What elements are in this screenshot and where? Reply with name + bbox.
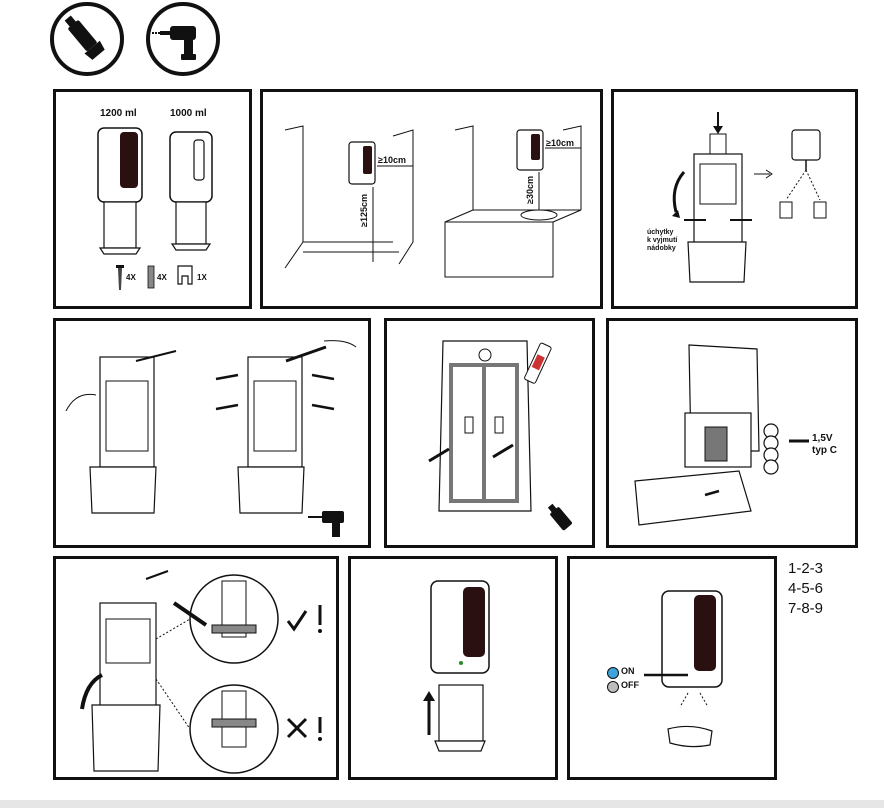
drill-icon [146, 2, 220, 76]
screws-count: 4X [126, 273, 136, 282]
label-1200ml: 1200 ml [100, 108, 137, 119]
dim-height: ≥125cm [359, 194, 369, 227]
dim-above: ≥30cm [525, 176, 535, 204]
battery-voltage: 1,5V [812, 433, 833, 444]
sequence-row-1: 1-2-3 [788, 560, 824, 577]
panel-refill [53, 556, 339, 780]
refill-drawing [80, 570, 322, 774]
label-1000ml: 1000 ml [170, 108, 207, 119]
on-label: ON [621, 666, 635, 676]
panel-glue-backplate [384, 318, 595, 548]
panel-screw-mounting [53, 318, 371, 548]
screw-drawing [65, 340, 357, 537]
glue-tube-icon [50, 2, 124, 76]
dim-side-right: ≥10cm [546, 138, 574, 148]
panel-insert [348, 556, 558, 780]
sequence-row-2: 4-5-6 [788, 580, 824, 597]
handles-label-2: k vyjmutí [647, 237, 678, 244]
handles-label-3: nádobky [647, 245, 676, 252]
bracket-count: 1X [197, 273, 207, 282]
products-drawing [97, 127, 213, 290]
off-indicator [607, 681, 619, 693]
dim-side-left: ≥10cm [378, 155, 406, 165]
panel-remove-container: úchytky k vyjmutí nádobky [611, 89, 858, 309]
battery-drawing [634, 344, 809, 526]
anchors-count: 4X [157, 273, 167, 282]
handles-label-1: úchytky [647, 229, 674, 236]
backplate-drawing [428, 340, 572, 531]
panel-batteries: 1,5V typ C [606, 318, 858, 548]
panel-sensor: ON OFF [567, 556, 777, 780]
battery-type: typ C [812, 445, 837, 456]
wall-drawing [284, 125, 582, 278]
bottom-strip [0, 800, 884, 808]
panel-mounting-distances: ≥10cm ≥125cm ≥10cm ≥30cm [260, 89, 603, 309]
container-drawing [672, 112, 827, 283]
sensor-drawing [644, 590, 723, 748]
insert-drawing [423, 580, 490, 752]
panel-products: 1200 ml 1000 ml 4X 4X 1X [53, 89, 252, 309]
off-label: OFF [621, 680, 639, 690]
on-indicator [607, 667, 619, 679]
sequence-row-3: 7-8-9 [788, 600, 824, 617]
